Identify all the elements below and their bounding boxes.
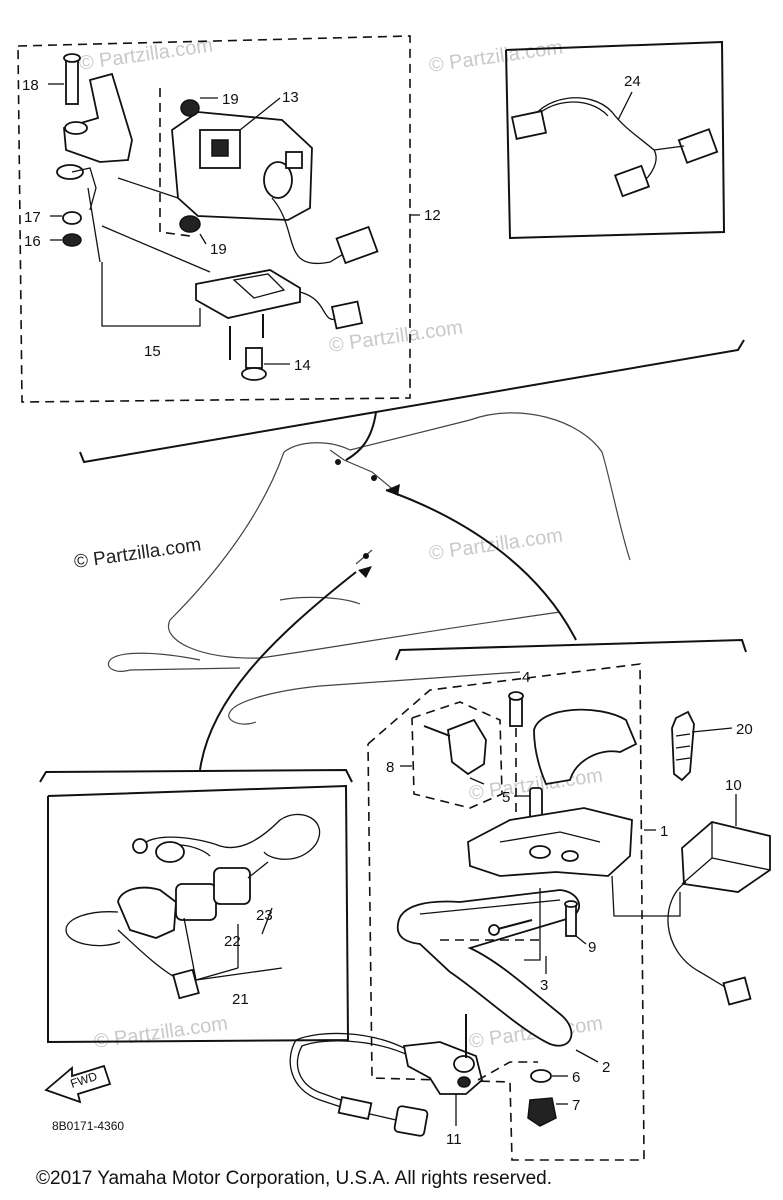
group-1-box [367,663,645,1161]
callout-20: 20 [691,721,753,738]
svg-text:17: 17 [24,209,41,226]
svg-text:12: 12 [424,207,441,224]
fwd-arrow-icon: FWD [44,1064,112,1104]
leader-curve [385,489,577,641]
svg-text:3: 3 [540,977,548,994]
svg-text:1: 1 [660,823,668,840]
svg-text:20: 20 [736,721,753,738]
throttle-housing-part [467,807,633,877]
svg-text:24: 24 [624,73,641,90]
cable-tie-part [671,710,695,782]
cdi-module-part [171,111,379,265]
callout-15: 15 [144,343,161,360]
callout-12: 12 [424,207,441,224]
callout-19-bottom: 19 [199,233,227,258]
screw-part [229,314,267,381]
callout-8: 8 [386,759,412,776]
callout-4: 4 [522,669,530,686]
nut-part [527,1097,557,1127]
nut-part [62,233,82,247]
group-12-box [17,35,420,403]
leader-curve [345,411,377,461]
group-bracket [79,339,745,464]
callout-17: 17 [24,209,62,226]
svg-text:5: 5 [502,789,510,806]
throttle-lever-part [396,889,581,1047]
bolt-part [488,919,533,936]
callout-6: 6 [552,1069,580,1086]
relay-part [667,821,771,1006]
bolt-part [564,900,578,937]
harness-box [505,40,726,240]
group-8-box [411,701,503,809]
svg-text:22: 22 [224,933,241,950]
callout-10: 10 [725,777,742,826]
svg-text:9: 9 [588,939,596,956]
callout-13: 13 [239,89,299,131]
svg-text:11: 11 [446,1131,462,1148]
cover-part [533,708,638,786]
svg-text:2: 2 [602,1059,610,1076]
callout-18: 18 [22,77,64,94]
bracket-part [56,72,133,211]
callout-11: 11 [446,1094,462,1148]
group-bracket [395,638,747,661]
grommet-part [179,215,201,233]
callout-5: 5 [502,789,530,806]
callout-9: 9 [575,935,596,956]
svg-text:19: 19 [210,241,227,258]
svg-text:7: 7 [572,1097,580,1114]
svg-text:14: 14 [294,357,311,374]
callout-24: 24 [617,73,641,121]
svg-text:16: 16 [24,233,41,250]
svg-text:4: 4 [522,669,530,686]
throttle-switch-part [289,1014,484,1137]
svg-text:21: 21 [232,991,249,1008]
watermark: © Partzilla.com [428,524,565,565]
regulator-part [195,269,364,330]
group-bracket [39,768,353,783]
snowmobile-outline [107,412,631,725]
washer-part [530,1069,552,1083]
svg-text:15: 15 [144,343,161,360]
washer-part [62,211,82,225]
callout-22: 22 [224,933,241,950]
svg-text:19: 19 [222,91,239,108]
copyright-text: ©2017 Yamaha Motor Corporation, U.S.A. A… [36,1168,552,1189]
callout-23: 23 [256,907,273,924]
callout-16: 16 [24,233,62,250]
svg-text:10: 10 [725,777,742,794]
grommet-part [180,99,200,117]
leader-curve [199,571,357,771]
knob-part [447,718,487,776]
watermark: © Partzilla.com [428,36,565,77]
callout-14: 14 [264,357,311,374]
callout-21: 21 [195,967,249,1008]
ignition-switch-box [47,784,350,1044]
watermark: © Partzilla.com [93,1012,230,1053]
svg-text:6: 6 [572,1069,580,1086]
callout-19-top: 19 [200,91,239,108]
callout-3: 3 [540,956,548,994]
watermark: © Partzilla.com [78,34,215,75]
part-code: 8B0171-4360 [52,1119,124,1133]
callout-2: 2 [575,1049,610,1076]
callout-1: 1 [660,823,668,840]
bolt-part [63,53,81,105]
svg-text:8: 8 [386,759,394,776]
svg-text:13: 13 [282,89,299,106]
bolt-part [508,691,524,840]
callout-7: 7 [556,1097,580,1114]
svg-text:23: 23 [256,907,273,924]
main-watermark: © Partzilla.com [73,534,203,573]
svg-text:18: 18 [22,77,39,94]
